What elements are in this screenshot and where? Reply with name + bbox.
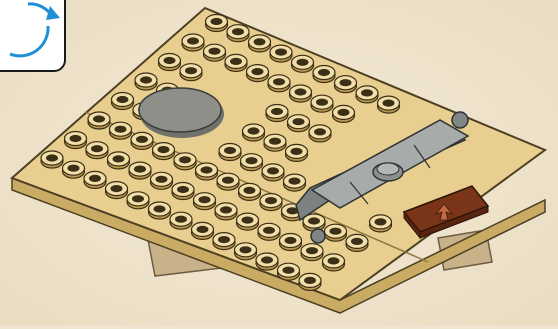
stud [194, 193, 216, 210]
stud [213, 233, 235, 250]
stud [131, 132, 153, 149]
stud [227, 25, 249, 42]
stud [239, 183, 261, 200]
stud [286, 144, 308, 161]
rotate-model-badge[interactable] [0, 0, 66, 72]
stud [63, 161, 85, 178]
stud [215, 203, 237, 220]
stud [153, 143, 175, 160]
stud [249, 35, 271, 52]
stud [129, 162, 151, 179]
stud [174, 153, 196, 170]
stud [170, 212, 192, 229]
stud [225, 54, 247, 71]
rotate-arrow-icon [0, 0, 66, 72]
stud [112, 93, 134, 110]
stud [299, 273, 321, 290]
stud [241, 154, 263, 171]
stud [356, 86, 378, 103]
stud [217, 173, 239, 190]
stud [192, 222, 214, 239]
stud [313, 66, 335, 83]
stud [262, 164, 284, 181]
stud [264, 134, 286, 151]
stud [378, 96, 400, 113]
stud [206, 15, 228, 32]
stud [88, 112, 110, 129]
stud [182, 34, 204, 51]
stud [127, 192, 149, 209]
stud [278, 263, 300, 280]
stud [41, 151, 63, 168]
stud [288, 115, 310, 132]
stud [323, 254, 345, 271]
stud [292, 55, 314, 72]
stud [149, 202, 171, 219]
stud [311, 95, 333, 112]
stud [135, 73, 157, 90]
stud [333, 105, 355, 122]
stud [370, 215, 392, 232]
stud [204, 44, 226, 61]
stud [290, 85, 312, 102]
stud [243, 124, 265, 141]
stud [196, 163, 218, 180]
stud [180, 64, 202, 81]
stud [151, 172, 173, 189]
stud [325, 224, 347, 241]
stud [270, 45, 292, 62]
stud [84, 171, 106, 188]
stud [172, 183, 194, 200]
stud [235, 243, 257, 260]
stud [106, 182, 128, 199]
stud [159, 54, 181, 71]
stud [219, 144, 241, 161]
stud [237, 213, 259, 230]
stud [110, 122, 132, 139]
stud [258, 223, 280, 240]
stud [86, 142, 108, 159]
stud [256, 253, 278, 270]
stud [108, 152, 130, 169]
stud [65, 132, 87, 149]
stud [335, 76, 357, 93]
stud [346, 234, 368, 251]
stud [280, 234, 302, 251]
stud [268, 75, 290, 92]
stud [266, 105, 288, 122]
stud [260, 194, 282, 211]
round-tile [139, 88, 224, 138]
stud [284, 174, 306, 191]
stud [301, 244, 323, 261]
stud [309, 125, 331, 142]
stud [247, 65, 269, 82]
